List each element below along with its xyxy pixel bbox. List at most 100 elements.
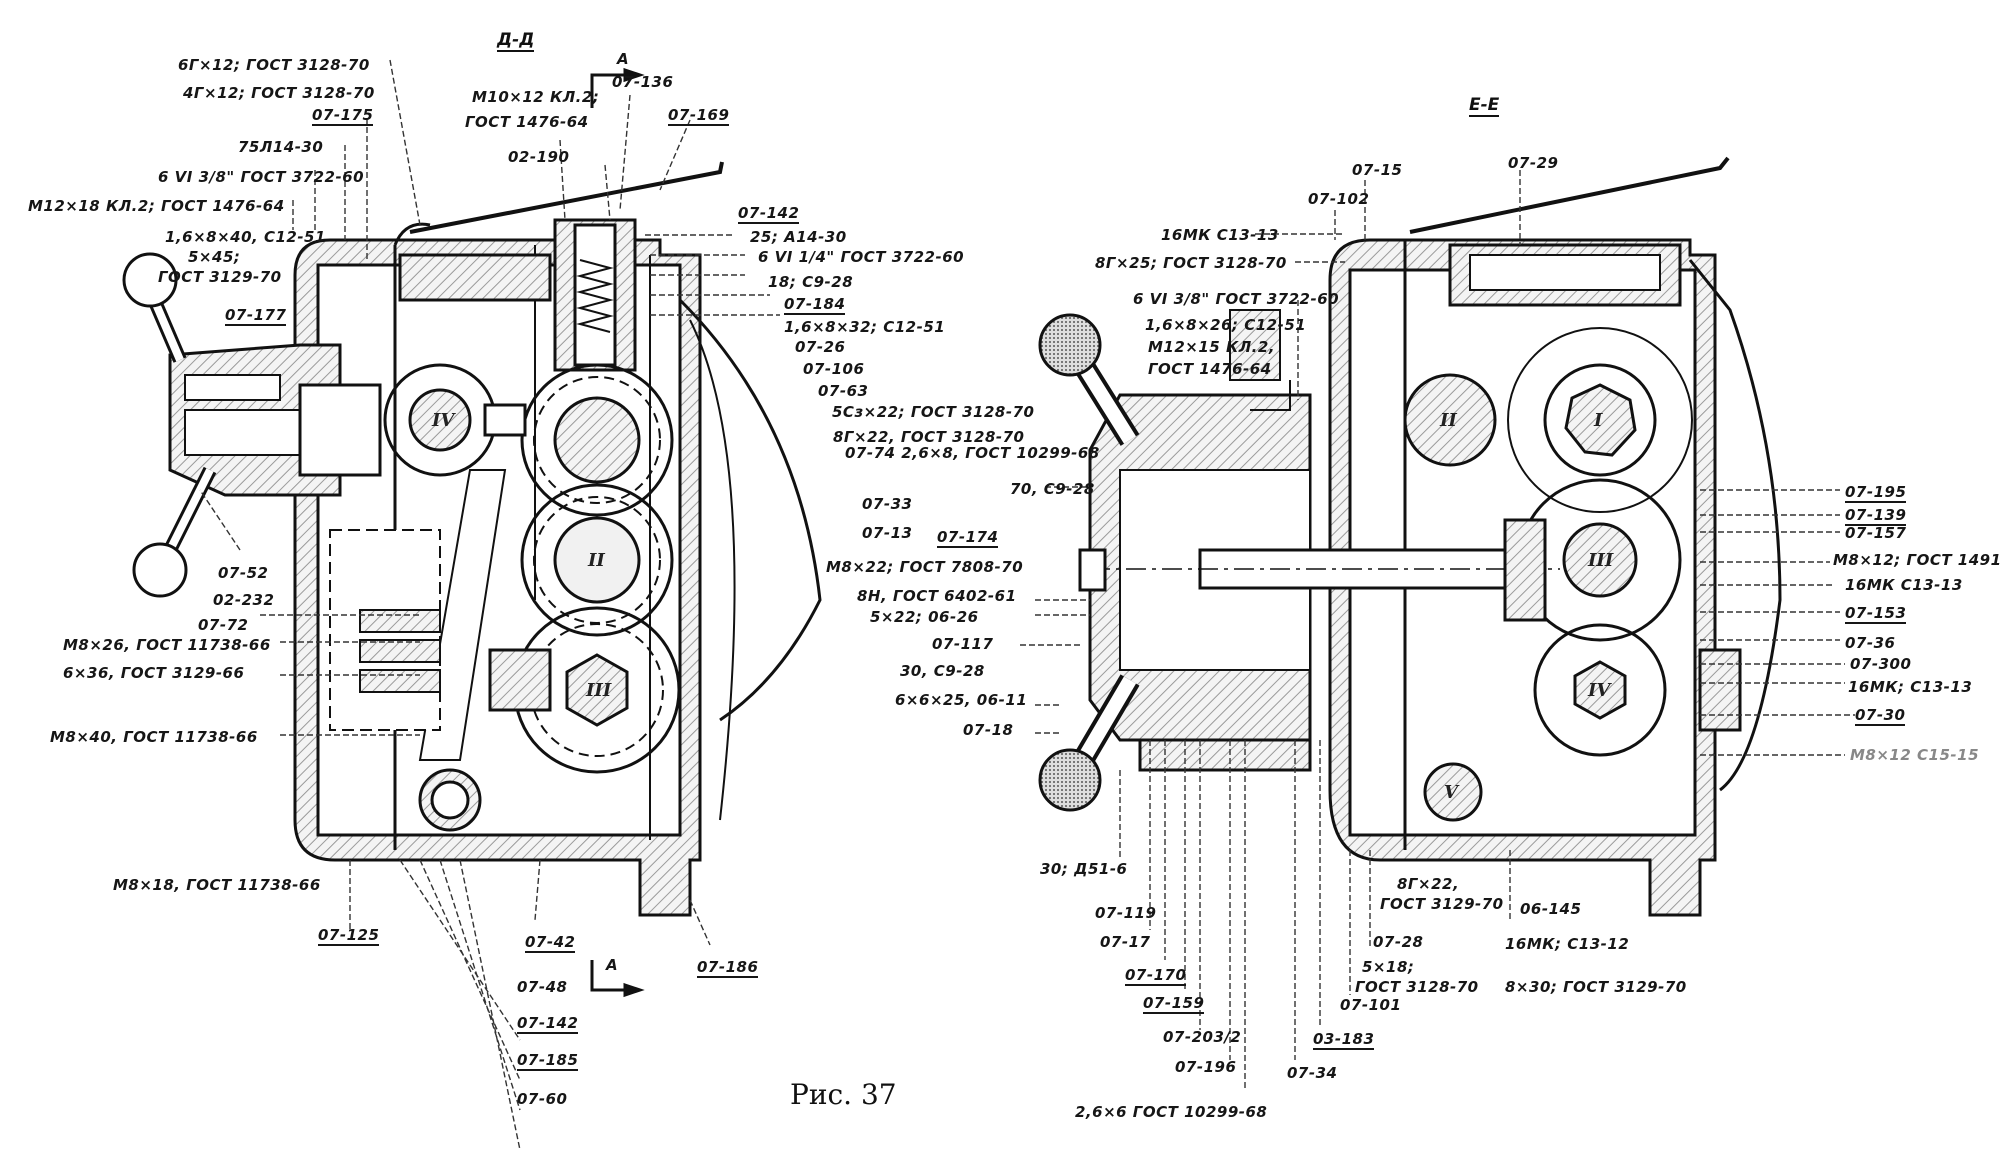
right-part-label: 8Г×25; ГОСТ 3128-70 xyxy=(1095,254,1287,272)
left-part-label: 07-184 xyxy=(784,295,846,315)
left-part-label: М8×26, ГОСТ 11738-66 xyxy=(63,636,271,654)
left-part-label: 6 VI 1/4" ГОСТ 3722-60 xyxy=(758,248,965,266)
right-part-label: 07-28 xyxy=(1373,933,1424,951)
left-part-label: 07-169 xyxy=(668,106,730,126)
right-handle-knob-bottom xyxy=(1038,748,1102,812)
right-gear-numeral-ii: II xyxy=(1439,410,1457,431)
left-part-label: 07-185 xyxy=(517,1051,579,1071)
right-part-label: 07-36 xyxy=(1845,634,1896,652)
right-part-label: М8×12 С15-15 xyxy=(1850,746,1980,764)
right-part-label: 07-195 xyxy=(1845,483,1907,503)
right-part-label: 07-13 xyxy=(862,524,913,542)
left-part-label: М8×18, ГОСТ 11738-66 xyxy=(113,876,321,894)
right-gear-numeral-iv: IV xyxy=(1587,680,1612,701)
right-part-label: 07-29 xyxy=(1508,154,1559,172)
right-part-label: 07-196 xyxy=(1175,1058,1237,1076)
right-part-label: 07-157 xyxy=(1845,524,1907,542)
right-part-label: 07-170 xyxy=(1125,966,1187,986)
right-leader-lines xyxy=(1020,170,1855,1090)
left-part-label: 07-48 xyxy=(517,978,568,996)
left-part-label: 02-190 xyxy=(508,148,570,166)
right-part-label: 6 VI 3/8" ГОСТ 3722-60 xyxy=(1133,290,1340,308)
right-gear-numeral-iii: III xyxy=(1587,550,1614,571)
left-part-label: 07-186 xyxy=(697,958,759,978)
left-part-label: 02-232 xyxy=(213,591,275,609)
left-gear-numeral-iv: IV xyxy=(431,410,456,431)
right-part-label: ГОСТ 3128-70 xyxy=(1355,978,1479,996)
right-part-label: ГОСТ 1476-64 xyxy=(1148,360,1272,378)
left-part-label: М12×18 КЛ.2; ГОСТ 1476-64 xyxy=(28,197,285,215)
left-part-label: 07-177 xyxy=(225,306,287,326)
right-part-label: М8×22; ГОСТ 7808-70 xyxy=(826,558,1024,576)
left-handle-knob-top xyxy=(122,252,178,308)
left-part-label: М10×12 КЛ.2; xyxy=(472,88,600,106)
left-section-view xyxy=(122,67,822,998)
left-part-label: 6 VI 3/8" ГОСТ 3722-60 xyxy=(158,168,365,186)
right-part-label: 30, С9-28 xyxy=(900,662,985,680)
right-part-label: 16МК; С13-13 xyxy=(1848,678,1973,696)
right-part-label: 5×18; xyxy=(1362,958,1415,976)
right-part-label: 8Г×22, ГОСТ 3128-70 xyxy=(833,428,1025,446)
left-part-label: 07-63 xyxy=(818,382,869,400)
left-part-label: М8×40, ГОСТ 11738-66 xyxy=(50,728,258,746)
right-part-label: 06-145 xyxy=(1520,900,1582,918)
left-leader-lines xyxy=(199,59,780,1151)
right-part-label: 03-183 xyxy=(1313,1030,1375,1050)
right-part-label: 07-18 xyxy=(963,721,1014,739)
right-part-label: М12×15 КЛ.2, xyxy=(1148,338,1276,356)
right-part-label: 1,6×8×26; С12-51 xyxy=(1145,316,1307,334)
right-part-label: 70, С9-28 xyxy=(1010,480,1095,498)
right-part-label: 16МК С13-13 xyxy=(1161,226,1279,244)
left-part-label: 07-136 xyxy=(612,73,674,91)
left-part-label: 07-142 xyxy=(517,1014,579,1034)
right-part-label: 16МК; С13-12 xyxy=(1505,935,1630,953)
left-part-label: 07-72 xyxy=(198,616,249,634)
right-part-label: 07-101 xyxy=(1340,996,1402,1014)
right-part-label: 07-30 xyxy=(1855,706,1906,726)
right-part-label: 8×30; ГОСТ 3129-70 xyxy=(1505,978,1687,996)
right-part-label: 07-102 xyxy=(1308,190,1370,208)
right-part-label: 8Г×22, xyxy=(1397,875,1460,893)
left-part-label: ГОСТ 1476-64 xyxy=(465,113,589,131)
left-part-label: 25; А14-30 xyxy=(750,228,847,246)
left-part-label: 75Л14-30 xyxy=(238,138,324,156)
right-part-label: 07-159 xyxy=(1143,994,1205,1014)
right-gear-numeral-i: I xyxy=(1593,410,1603,431)
right-part-label: 07-153 xyxy=(1845,604,1907,624)
right-section-view xyxy=(1038,156,1782,917)
left-part-label: 07-175 xyxy=(312,106,374,126)
left-gear-numeral-iii: III xyxy=(585,680,612,701)
view-marker-bottom: А xyxy=(606,956,619,974)
right-part-label: 07-34 xyxy=(1287,1064,1338,1082)
left-part-label: ГОСТ 3129-70 xyxy=(158,268,282,286)
right-handle-knob-top xyxy=(1038,313,1102,377)
right-part-label: ГОСТ 3129-70 xyxy=(1380,895,1504,913)
left-part-label: 18; С9-28 xyxy=(768,273,854,291)
right-part-label: 07-17 xyxy=(1100,933,1151,951)
section-title-right: Е-Е xyxy=(1469,95,1500,117)
left-part-label: 1,6×8×32; С12-51 xyxy=(784,318,946,336)
right-part-label: 8Н, ГОСТ 6402-61 xyxy=(857,587,1017,605)
left-gear-numeral-ii: II xyxy=(587,550,605,571)
right-gear-numeral-v: V xyxy=(1444,782,1460,803)
left-part-label: 07-125 xyxy=(318,926,380,946)
right-part-label: 07-139 xyxy=(1845,506,1907,526)
right-part-label: 07-203/2 xyxy=(1163,1028,1242,1046)
left-part-label: 1,6×8×40, С12-51 xyxy=(165,228,326,246)
right-part-label: 6×6×25, 06-11 xyxy=(895,691,1028,709)
right-part-label: 07-117 xyxy=(932,635,994,653)
right-part-label: 5Сз×22; ГОСТ 3128-70 xyxy=(832,403,1035,421)
right-part-label: 07-33 xyxy=(862,495,913,513)
right-part-label: 07-300 xyxy=(1850,655,1912,673)
left-part-label: 4Г×12; ГОСТ 3128-70 xyxy=(183,84,375,102)
section-title-left: Д-Д xyxy=(497,30,535,52)
left-part-label: 07-26 xyxy=(795,338,846,356)
right-part-label: 30; Д51-6 xyxy=(1040,860,1128,878)
right-part-label: 2,6×6 ГОСТ 10299-68 xyxy=(1075,1103,1268,1121)
figure-caption: Рис. 37 xyxy=(790,1078,897,1111)
right-part-label: 16МК С13-13 xyxy=(1845,576,1963,594)
left-part-label: 07-52 xyxy=(218,564,269,582)
left-part-label: 07-60 xyxy=(517,1090,568,1108)
left-part-label: 07-106 xyxy=(803,360,865,378)
